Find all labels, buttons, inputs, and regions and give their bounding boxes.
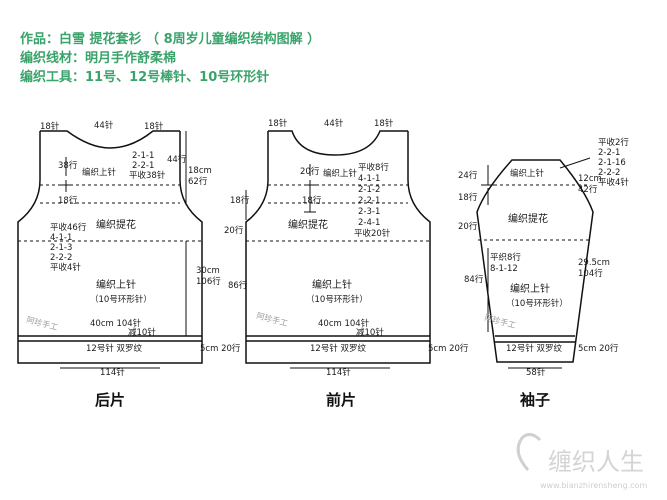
back-neck-dec-3: 平收38针 (129, 170, 166, 181)
back-shoulder-right: 18针 (144, 121, 164, 132)
sleeve-increase-1: 平织8行 (490, 252, 521, 263)
sleeve-cap-dec-4: 2-2-2 (598, 168, 620, 178)
front-shoulder-right: 18针 (374, 118, 394, 129)
back-piece-outline (17, 130, 203, 364)
front-neck-dec-2: 4-1-1 (358, 174, 380, 184)
back-armhole-2: 4-1-1 (50, 233, 72, 243)
sleeve-lower-rows: 84行 (464, 274, 484, 285)
front-neck-dec-6: 2-4-1 (358, 218, 380, 228)
front-neck-label: 编织上针 (323, 168, 358, 179)
back-lower-len-cm: 30cm (196, 266, 220, 276)
sleeve-upper-label: 编织上针 (510, 168, 545, 179)
sleeve-rib-label: 12号针 双罗纹 (506, 343, 563, 354)
dimension-lines (60, 131, 591, 369)
sleeve-cap-len-rows: 42行 (578, 184, 598, 195)
front-side-rows-jq: 20行 (224, 225, 244, 236)
back-armhole-5: 平收4针 (50, 262, 81, 273)
front-waist: 40cm 104针 (318, 318, 370, 329)
back-armhole-3: 2-1-3 (50, 243, 72, 253)
sleeve-rib-len: 5cm 20行 (578, 343, 619, 354)
back-neck-rows: 38行 (58, 160, 78, 171)
back-upper-len-cm: 18cm (188, 166, 212, 176)
front-piece-name: 前片 (326, 391, 356, 409)
front-neck-width: 44针 (324, 118, 344, 129)
back-jacquard-label: 编织提花 (96, 218, 136, 231)
back-lower-needle: （10号环形针） (90, 294, 152, 305)
front-piece-guides (246, 184, 430, 242)
sleeve-cap-rows: 24行 (458, 170, 478, 181)
tools-line: 编织工具：11号、12号棒针、10号环形针 (20, 70, 270, 85)
back-armhole-1: 平收46行 (50, 222, 87, 233)
sleeve-name: 袖子 (520, 391, 550, 409)
front-mid-rows: 18行 (302, 195, 322, 206)
front-neck-dec-4: 2-2-1 (358, 196, 380, 206)
sleeve-lower-len-rows: 104行 (578, 268, 603, 279)
front-neck-dec-5: 2-3-1 (358, 207, 380, 217)
back-lower-len-rows: 106行 (196, 276, 221, 287)
front-lower-needle: （10号环形针） (306, 294, 368, 305)
sleeve-cap-dec-1: 平收2行 (598, 137, 629, 148)
back-mid-rows: 18行 (58, 195, 78, 206)
sleeve-cap-len-cm: 12cm (578, 174, 602, 184)
pattern-title: 作品：白雪 提花套衫 （ 8周岁儿童编织结构图解 ） (20, 32, 321, 47)
sleeve-outline (476, 159, 594, 363)
sleeve-cap-dec-5: 平收4针 (598, 177, 629, 188)
back-armhole-4: 2-2-2 (50, 253, 72, 263)
sleeve-jq-rows: 20行 (458, 221, 478, 232)
back-upper-len-rows: 62行 (188, 176, 208, 187)
back-lower-label: 编织上针 (96, 278, 136, 291)
back-neck-dec-2: 2-2-1 (132, 161, 154, 171)
sleeve-guides (478, 184, 592, 241)
front-neck-dec-3: 2-1-2 (358, 185, 380, 195)
brand-url: www.bianzhirensheng.com (540, 481, 647, 490)
watermark-back: 阿珍手工 (25, 314, 58, 332)
front-lower-label: 编织上针 (312, 278, 352, 291)
back-rib-label: 12号针 双罗纹 (86, 343, 143, 354)
sleeve-bottom-width: 58针 (526, 367, 546, 378)
sleeve-increase-2: 8-1-12 (490, 264, 518, 274)
sleeve-mid-rows: 18行 (458, 192, 478, 203)
watermark-sleeve: 阿珍手工 (483, 312, 516, 330)
sleeve-lower-len-cm: 29.5cm (578, 258, 610, 268)
back-neck-depth: 44行 (167, 154, 187, 165)
back-waist: 40cm 104针 (90, 318, 142, 329)
yarn-line: 编织线材：明月手作舒柔棉 (20, 51, 177, 66)
front-rib-len: 5cm 20行 (428, 343, 469, 354)
front-jacquard-label: 编织提花 (288, 218, 328, 231)
back-bottom-width: 114针 (100, 367, 125, 378)
back-piece-name: 后片 (95, 391, 125, 409)
back-shoulder-left: 18针 (40, 121, 60, 132)
brand-logo-text: 缠织人生 (548, 448, 644, 476)
front-shoulder-left: 18针 (268, 118, 288, 129)
back-decrease: 减10针 (128, 327, 156, 338)
front-side-rows-top: 18行 (230, 195, 250, 206)
front-piece-outline (245, 130, 431, 364)
brand-logo: 缠织人生 www.bianzhirensheng.com (516, 433, 647, 490)
sleeve-lower-needle: （10号环形针） (506, 298, 568, 309)
sleeve-lower-label: 编织上针 (510, 282, 550, 295)
front-neck-dec-7: 平收20针 (354, 228, 391, 239)
back-upper-label: 编织上针 (82, 167, 117, 178)
back-neck-width: 44针 (94, 120, 114, 131)
front-rib-label: 12号针 双罗纹 (310, 343, 367, 354)
front-neck-dec-1: 平收8行 (358, 162, 389, 173)
sleeve-cap-dec-3: 2-1-16 (598, 158, 626, 168)
front-neck-rows: 20行 (300, 166, 320, 177)
sleeve-jacquard-label: 编织提花 (508, 212, 548, 225)
watermark-front: 阿珍手工 (255, 310, 288, 328)
back-piece-guides (18, 184, 202, 242)
sleeve-cap-dec-2: 2-2-1 (598, 148, 620, 158)
front-side-rows-low: 86行 (228, 280, 248, 291)
back-rib-len: 5cm 20行 (200, 343, 241, 354)
front-decrease: 减10针 (356, 327, 384, 338)
back-neck-dec-1: 2-1-1 (132, 151, 154, 161)
front-bottom-width: 114针 (326, 367, 351, 378)
